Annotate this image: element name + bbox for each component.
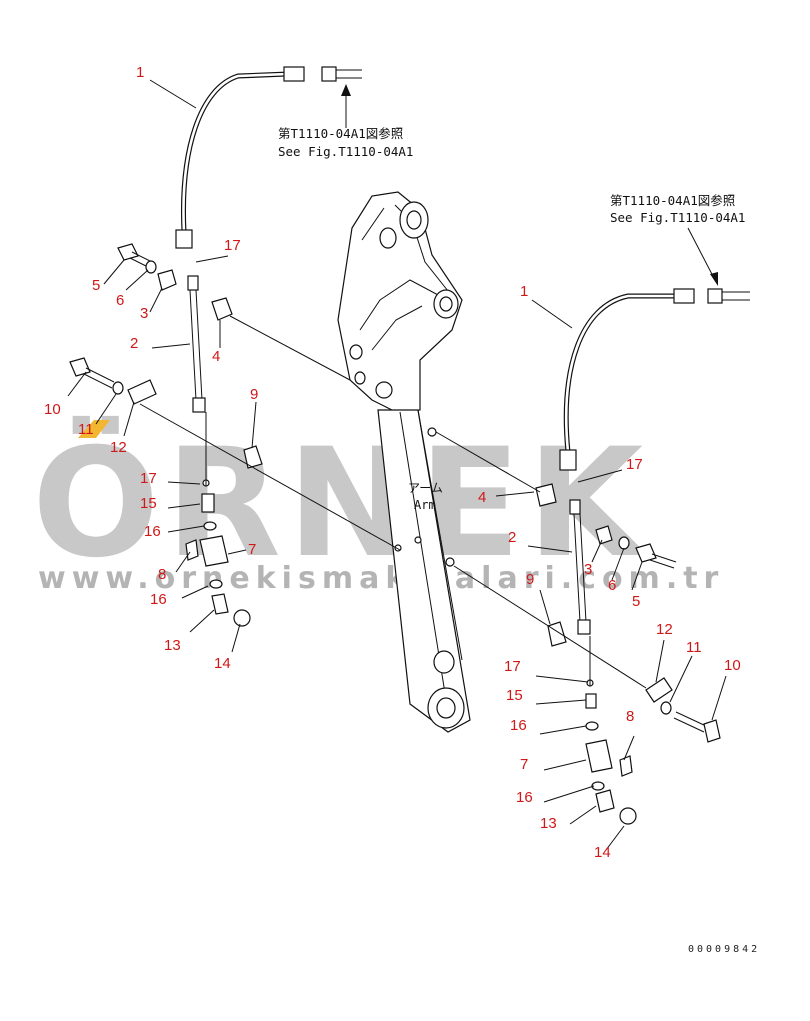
callout-13-right: 13 [540,815,557,832]
callout-7-right: 7 [520,756,528,773]
callouts: 1 17 5 6 3 4 2 10 11 12 9 17 15 16 7 8 1… [44,64,741,861]
ref-right-en: See Fig.T1110-04A1 [610,210,745,225]
ref-right-jp: 第T1110-04A1図参照 [610,193,735,208]
callout-6-right: 6 [608,577,616,594]
arm-label-jp: アーム [408,481,443,495]
callout-10-right: 10 [724,657,741,674]
callout-15-right: 15 [506,687,523,704]
callout-7-left: 7 [248,541,256,558]
leader-lines [67,79,727,851]
right-hose-group: 第T1110-04A1図参照 See Fig.T1110-04A1 [535,193,750,825]
callout-15-left: 15 [140,495,157,512]
ref-left-jp: 第T1110-04A1図参照 [278,126,403,141]
callout-12-right: 12 [656,621,673,638]
callout-5-left: 5 [92,277,100,294]
callout-5-right: 5 [632,593,640,610]
callout-3-left: 3 [140,305,148,322]
callout-9-right: 9 [526,571,534,588]
callout-17-right-top: 17 [626,456,643,473]
callout-4-left: 4 [212,348,220,365]
callout-17-left-top: 17 [224,237,241,254]
ref-left-en: See Fig.T1110-04A1 [278,144,413,159]
callout-16-left-b: 16 [150,591,167,608]
left-hose-group: 第T1110-04A1図参照 See Fig.T1110-04A1 [69,66,413,627]
callout-4-right: 4 [478,489,486,506]
callout-14-right: 14 [594,844,611,861]
callout-14-left: 14 [214,655,231,672]
callout-17-left-mid: 17 [140,470,157,487]
callout-8-left: 8 [158,566,166,583]
callout-1-left: 1 [136,64,144,81]
arm-structure: アーム Arm [337,191,471,733]
callout-2-left: 2 [130,335,138,352]
callout-8-right: 8 [626,708,634,725]
callout-9-left: 9 [250,386,258,403]
callout-11-right: 11 [686,639,702,656]
callout-12-left: 12 [110,439,127,456]
callout-17-right-mid: 17 [504,658,521,675]
callout-16-left-a: 16 [144,523,161,540]
callout-2-right: 2 [508,529,516,546]
callout-16-right-b: 16 [516,789,533,806]
callout-1-right: 1 [520,283,528,300]
watermark: ÖRNEK www.ornekismakinalari.com.tr [32,415,724,596]
callout-13-left: 13 [164,637,181,654]
callout-3-right: 3 [584,561,592,578]
drawing-code: 00009842 [688,944,760,955]
arm-label-en: Arm [414,498,436,512]
callout-11-left: 11 [78,421,94,438]
watermark-accent-mark [78,420,110,438]
watermark-url: www.ornekismakinalari.com.tr [38,561,724,596]
callout-10-left: 10 [44,401,61,418]
callout-6-left: 6 [116,292,124,309]
callout-16-right-a: 16 [510,717,527,734]
